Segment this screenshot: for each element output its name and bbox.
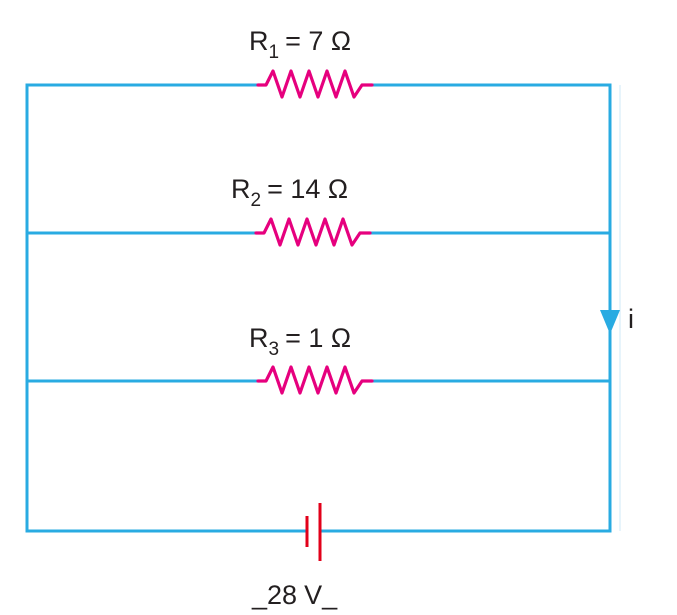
resistor-r1-label: R1= 7 Ω [249,26,351,63]
current-label: i [628,304,634,334]
current-arrow-icon [600,310,620,334]
resistor-r1-symbol [256,69,374,99]
resistor-r3-symbol [256,365,374,395]
resistor-r2-label: R2= 14 Ω [231,174,348,211]
resistor-r2-symbol [254,217,372,247]
resistor-r3-label: R3= 1 Ω [249,323,351,360]
